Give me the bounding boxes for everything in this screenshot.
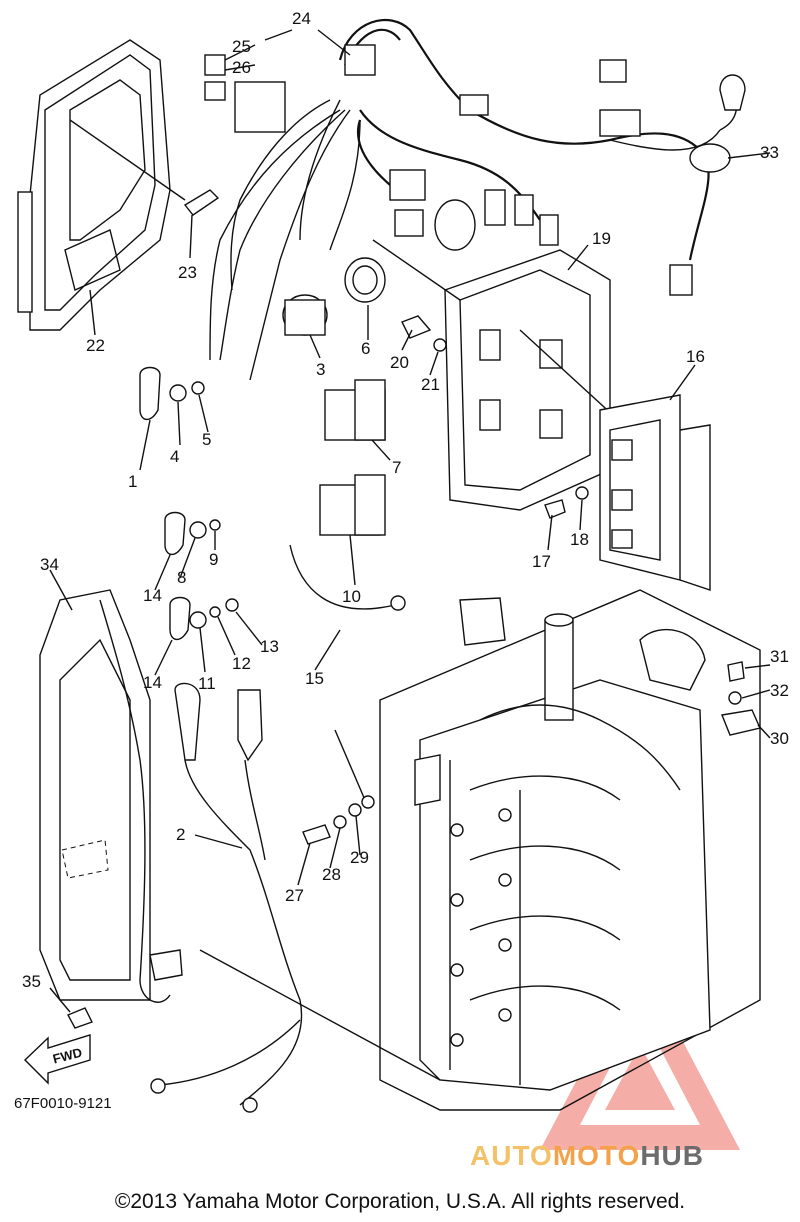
fwd-label: FWD [51, 1045, 83, 1067]
part-label-21: 21 [421, 375, 440, 394]
part-label-22: 22 [86, 336, 105, 355]
ground-leads [150, 544, 406, 1113]
engine-block [379, 589, 761, 1111]
side-cover-34 [39, 589, 183, 1003]
part-label-13: 13 [260, 637, 279, 656]
caps-14 [164, 511, 191, 641]
part-label-5: 5 [202, 430, 211, 449]
part-label-12: 12 [232, 654, 251, 673]
brand-part-hub: HUB [640, 1140, 704, 1171]
part-label-4: 4 [170, 447, 179, 466]
part-label-3: 3 [316, 360, 325, 379]
part-label-8: 8 [177, 568, 186, 587]
part-label-14b: 14 [143, 673, 162, 692]
watermark-brand: AUTOMOTOHUB [470, 1140, 704, 1172]
part-label-9: 9 [209, 550, 218, 569]
part-label-26: 26 [232, 58, 251, 77]
part-label-10: 10 [342, 587, 361, 606]
leader-lines [49, 29, 771, 1081]
part-label-34: 34 [40, 555, 59, 574]
part-label-16: 16 [686, 347, 705, 366]
part-label-35: 35 [22, 972, 41, 991]
wiring-harness [204, 18, 746, 381]
relay-10 [319, 474, 386, 536]
part-label-32: 32 [770, 681, 789, 700]
part-label-30: 30 [770, 729, 789, 748]
part-label-11: 11 [198, 674, 216, 693]
part-label-20: 20 [390, 353, 409, 372]
grommet-6 [344, 257, 386, 303]
part-label-17: 17 [532, 552, 551, 571]
part-label-6: 6 [361, 339, 370, 358]
part-label-15: 15 [305, 669, 324, 688]
part-label-23: 23 [178, 263, 197, 282]
cap-1 [139, 366, 161, 421]
nuts-washers [169, 338, 742, 829]
connector-23 [69, 119, 220, 216]
part-label-18: 18 [570, 530, 589, 549]
brand-part-moto: MOTO [552, 1140, 641, 1171]
part-label-1: 1 [128, 472, 137, 491]
part-label-2: 2 [176, 825, 185, 844]
part-label-28: 28 [322, 865, 341, 884]
part-label-24: 24 [292, 9, 311, 28]
plate-16 [599, 394, 711, 591]
brand-part-auto: AUTO [470, 1140, 553, 1171]
part-label-27: 27 [285, 886, 304, 905]
relay-7 [324, 379, 386, 441]
copyright-notice: ©2013 Yamaha Motor Corporation, U.S.A. A… [114, 1190, 686, 1213]
part-label-29: 29 [350, 848, 369, 867]
electrical-cover-22 [17, 39, 171, 331]
fwd-arrow-icon: FWD [23, 1034, 91, 1085]
part-label-33: 33 [760, 143, 779, 162]
part-label-19: 19 [592, 229, 611, 248]
part-label-14a: 14 [143, 586, 162, 605]
plate-30 [721, 709, 761, 736]
part-label-7: 7 [392, 458, 401, 477]
part-label-31: 31 [770, 647, 789, 666]
part-label-25: 25 [232, 37, 251, 56]
starter-relay-3 [282, 294, 328, 336]
bolts [67, 315, 745, 1029]
drawing-code: 67F0010-9121 [14, 1095, 112, 1112]
part-number-labels: 1 2 3 4 5 6 7 8 9 10 11 12 13 14 14 15 1… [22, 9, 789, 991]
